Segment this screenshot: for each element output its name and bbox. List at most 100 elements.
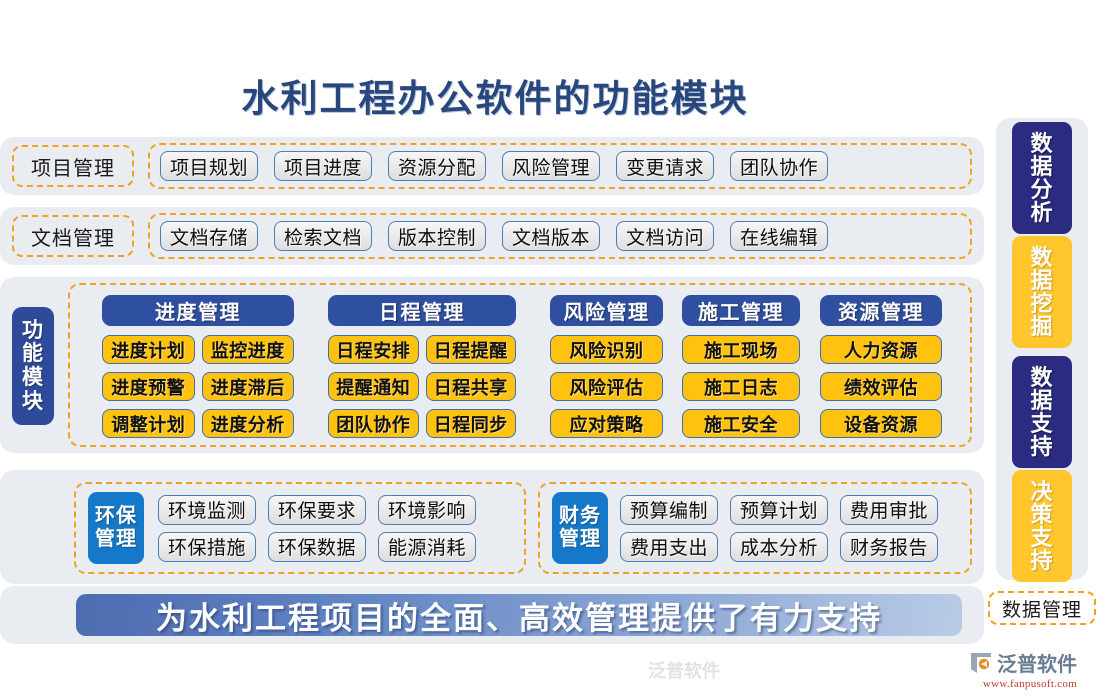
sidebar-chip-char: 据 [1030, 267, 1054, 293]
sidebar-chip-char: 数 [1030, 244, 1054, 270]
cell-row: 日程安排 日程提醒 [328, 335, 516, 364]
cell-row: 应对策略 [550, 409, 663, 438]
logo-url: www.fanpusoft.com [982, 678, 1078, 690]
chip-response-strategy[interactable]: 应对策略 [550, 409, 663, 438]
chip-adjust-plan[interactable]: 调整计划 [102, 409, 195, 438]
chip-expense-approval[interactable]: 费用审批 [840, 494, 939, 525]
chip-project-progress[interactable]: 项目进度 [274, 151, 373, 181]
column-cells-progress-management: 进度计划 监控进度 进度预警 进度滞后 调整计划 进度分析 [102, 335, 294, 438]
sidebar-chip-char: 支 [1030, 411, 1054, 436]
logo-row: 泛普软件 [968, 648, 1092, 677]
chip-environment-impact[interactable]: 环境影响 [378, 494, 477, 525]
cell-row: 施工安全 [682, 409, 800, 438]
chip-risk-management[interactable]: 风险管理 [502, 151, 601, 181]
chip-cost-analysis[interactable]: 成本分析 [730, 531, 829, 562]
chip-monitor-progress[interactable]: 监控进度 [201, 335, 294, 364]
chip-environment-measures[interactable]: 环保措施 [158, 531, 257, 562]
sidebar-chip-char: 决 [1030, 478, 1054, 504]
cell-row: 施工日志 [682, 372, 800, 401]
column-construction-management: 施工管理 施工现场 施工日志 施工安全 [682, 295, 800, 438]
item-row: 预算编制 预算计划 费用审批 [620, 494, 939, 525]
sidebar-chip-decision-support[interactable]: 决 策 支 持 [1012, 470, 1072, 582]
chip-environment-monitoring[interactable]: 环境监测 [158, 494, 257, 525]
cell-row: 风险识别 [550, 335, 663, 364]
column-head-risk-management: 风险管理 [550, 295, 663, 326]
cell-row: 人力资源 [820, 335, 942, 364]
sidebar-chip-char: 持 [1030, 548, 1054, 574]
chip-progress-warning[interactable]: 进度预警 [102, 372, 195, 401]
env-label-line1: 环保 [95, 505, 137, 527]
column-head-progress-management: 进度管理 [102, 295, 294, 326]
sidebar-chip-char: 分 [1030, 177, 1054, 202]
function-modules-char-2: 模 [22, 365, 44, 389]
chip-construction-site[interactable]: 施工现场 [682, 335, 800, 364]
chip-energy-consumption[interactable]: 能源消耗 [378, 531, 477, 562]
chip-document-version[interactable]: 文档版本 [502, 221, 601, 251]
chip-risk-identification[interactable]: 风险识别 [550, 335, 663, 364]
item-row: 费用支出 成本分析 财务报告 [620, 531, 939, 562]
chip-online-editing[interactable]: 在线编辑 [730, 221, 829, 251]
sidebar-chip-char: 据 [1030, 153, 1054, 179]
chip-equipment-resources[interactable]: 设备资源 [820, 409, 942, 438]
item-row: 环境监测 环保要求 环境影响 [158, 494, 477, 525]
environment-management-items: 环境监测 环保要求 环境影响 环保措施 环保数据 能源消耗 [158, 494, 477, 562]
sidebar-chip-char: 支 [1030, 525, 1054, 550]
chip-team-collaboration-schedule[interactable]: 团队协作 [328, 409, 419, 438]
env-label-line2: 管理 [95, 528, 137, 550]
function-modules-columns: 进度管理 进度计划 监控进度 进度预警 进度滞后 调整计划 进度分析 [68, 283, 972, 447]
chip-progress-plan[interactable]: 进度计划 [102, 335, 195, 364]
cell-row: 进度预警 进度滞后 [102, 372, 294, 401]
sidebar-chip-char: 挖 [1030, 291, 1054, 316]
chip-resource-allocation[interactable]: 资源分配 [388, 151, 487, 181]
chip-construction-log[interactable]: 施工日志 [682, 372, 800, 401]
env-finance-panel: 环保 管理 环境监测 环保要求 环境影响 环保措施 环保数据 能源消耗 财务 [0, 470, 984, 584]
section-label-function-modules: 功 能 模 块 [12, 307, 54, 425]
sidebar-chip-data-mining[interactable]: 数 据 挖 掘 [1012, 236, 1072, 348]
chip-progress-analysis[interactable]: 进度分析 [201, 409, 294, 438]
cell-row: 提醒通知 日程共享 [328, 372, 516, 401]
chip-budget-plan[interactable]: 预算计划 [730, 494, 829, 525]
chip-version-control[interactable]: 版本控制 [388, 221, 487, 251]
function-modules-char-1: 能 [22, 341, 44, 366]
chip-performance-evaluation[interactable]: 绩效评估 [820, 372, 942, 401]
chip-environment-requirements[interactable]: 环保要求 [268, 494, 367, 525]
project-management-items: 项目规划 项目进度 资源分配 风险管理 变更请求 团队协作 [148, 143, 972, 189]
chip-document-access[interactable]: 文档访问 [616, 221, 715, 251]
chip-progress-delay[interactable]: 进度滞后 [201, 372, 294, 401]
chip-human-resources[interactable]: 人力资源 [820, 335, 942, 364]
chip-change-request[interactable]: 变更请求 [616, 151, 715, 181]
finance-management-group: 财务 管理 预算编制 预算计划 费用审批 费用支出 成本分析 财务报告 [538, 482, 972, 574]
chip-schedule-reminder[interactable]: 日程提醒 [425, 335, 516, 364]
chip-team-collaboration[interactable]: 团队协作 [730, 151, 829, 181]
environment-management-group: 环保 管理 环境监测 环保要求 环境影响 环保措施 环保数据 能源消耗 [74, 482, 526, 574]
chip-document-search[interactable]: 检索文档 [274, 221, 373, 251]
chip-environment-data[interactable]: 环保数据 [268, 531, 367, 562]
column-cells-schedule-management: 日程安排 日程提醒 提醒通知 日程共享 团队协作 日程同步 [328, 335, 516, 438]
chip-reminder-notification[interactable]: 提醒通知 [328, 372, 419, 401]
column-head-resource-management: 资源管理 [820, 295, 942, 326]
sidebar-chip-data-support[interactable]: 数 据 支 持 [1012, 356, 1072, 468]
item-row: 环保措施 环保数据 能源消耗 [158, 531, 477, 562]
cell-row: 绩效评估 [820, 372, 942, 401]
chip-financial-report[interactable]: 财务报告 [840, 531, 939, 562]
chip-expense-payment[interactable]: 费用支出 [620, 531, 719, 562]
chip-document-storage[interactable]: 文档存储 [160, 221, 259, 251]
sidebar-chip-char: 数 [1030, 364, 1054, 390]
sidebar-chip-char: 数 [1030, 130, 1054, 156]
finance-management-items: 预算编制 预算计划 费用审批 费用支出 成本分析 财务报告 [620, 494, 939, 562]
chip-construction-safety[interactable]: 施工安全 [682, 409, 800, 438]
chip-project-planning[interactable]: 项目规划 [160, 151, 259, 181]
cell-row: 施工现场 [682, 335, 800, 364]
cell-row: 团队协作 日程同步 [328, 409, 516, 438]
column-cells-resource-management: 人力资源 绩效评估 设备资源 [820, 335, 942, 438]
chip-risk-assessment[interactable]: 风险评估 [550, 372, 663, 401]
chip-schedule-arrangement[interactable]: 日程安排 [328, 335, 419, 364]
brand-logo: 泛普软件 www.fanpusoft.com [968, 648, 1092, 694]
chip-budget-preparation[interactable]: 预算编制 [620, 494, 719, 525]
chip-schedule-sharing[interactable]: 日程共享 [425, 372, 516, 401]
column-resource-management: 资源管理 人力资源 绩效评估 设备资源 [820, 295, 942, 438]
row-label-project-management: 项目管理 [12, 145, 134, 187]
sidebar-chip-data-analysis[interactable]: 数 据 分 析 [1012, 122, 1072, 234]
chip-schedule-sync[interactable]: 日程同步 [425, 409, 516, 438]
fanpu-logo-icon [968, 651, 994, 675]
